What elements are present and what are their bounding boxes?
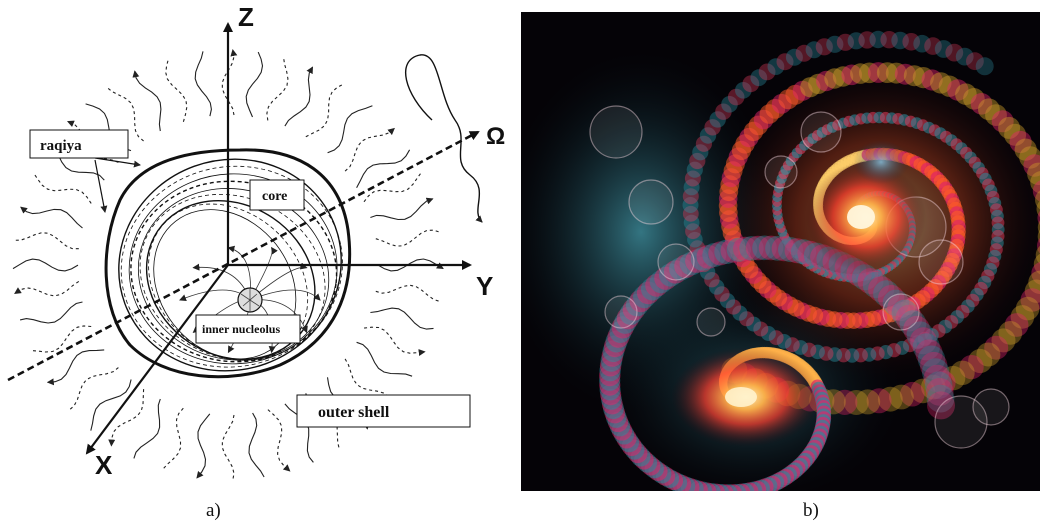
- caption-a: a): [206, 500, 221, 522]
- flow-line: [306, 84, 344, 137]
- flow-line: [135, 71, 161, 131]
- flow-line: [364, 327, 425, 353]
- bubble: [590, 106, 642, 158]
- spiral-dot: [976, 57, 994, 75]
- flow-line: [14, 233, 79, 249]
- flow-line: [195, 51, 211, 116]
- fractal-image-panel-b: [521, 12, 1040, 491]
- flow-line: [222, 415, 234, 480]
- outer-shell-label: outer shell: [318, 404, 390, 421]
- diagram-panel-a: Z Y X Ω raqiya core inner nucleolus oute…: [0, 0, 515, 495]
- flow-line: [20, 302, 82, 323]
- axis-omega-label: Ω: [486, 123, 505, 150]
- nucleolus-shape: [238, 288, 262, 312]
- caption-b: b): [803, 500, 819, 522]
- flow-line: [268, 410, 290, 471]
- flow-line: [267, 57, 288, 120]
- shell-ring: [104, 147, 360, 386]
- axis-z-label: Z: [238, 2, 254, 32]
- outer-shell-label-box: outer shell: [297, 395, 470, 427]
- bubble: [883, 294, 919, 330]
- raqiya-pointer: [95, 160, 105, 212]
- axis-x-label: X: [95, 450, 113, 480]
- flow-line: [34, 173, 92, 203]
- core-label-box: core: [250, 180, 304, 210]
- flow-line: [197, 414, 210, 478]
- flow-line: [328, 106, 373, 153]
- bubble: [919, 240, 963, 284]
- bubble: [658, 244, 694, 280]
- bubble: [605, 296, 637, 328]
- flow-line: [162, 408, 183, 470]
- shell-ring: [113, 165, 353, 390]
- fractal-image: [521, 12, 1040, 491]
- axes: [8, 24, 478, 453]
- flow-line: [15, 281, 79, 296]
- flow-line: [345, 129, 394, 172]
- omega-squiggle: [406, 55, 482, 222]
- flow-line: [69, 368, 118, 411]
- inner-nucleolus-label: inner nucleolus: [202, 322, 280, 336]
- flow-line: [48, 350, 104, 382]
- shell-ring: [118, 166, 349, 382]
- flow-line: [13, 259, 78, 271]
- flow-line: [376, 230, 441, 246]
- flow-line: [249, 413, 264, 477]
- bubble: [801, 112, 841, 152]
- flow-line: [21, 207, 83, 228]
- flow-line: [31, 326, 91, 352]
- bubble: [629, 180, 673, 224]
- flow-line: [134, 399, 160, 458]
- bubble: [973, 389, 1009, 425]
- axis-y-label: Y: [476, 271, 493, 301]
- flow-line: [357, 342, 413, 376]
- flow-line: [370, 199, 432, 220]
- flow-line: [370, 308, 433, 329]
- bubble: [765, 156, 797, 188]
- core-label: core: [262, 189, 287, 204]
- raqiya-label-box: raqiya: [30, 130, 128, 158]
- raqiya-pointer: [95, 158, 140, 165]
- bubble: [697, 308, 725, 336]
- flow-line: [166, 58, 187, 121]
- flow-line: [246, 52, 262, 117]
- flow-line: [285, 67, 313, 126]
- schematic-drawing: Z Y X Ω raqiya core inner nucleolus oute…: [0, 0, 515, 495]
- raqiya-label: raqiya: [40, 138, 82, 154]
- flow-line: [376, 285, 440, 301]
- inner-nucleolus-label-box: inner nucleolus: [196, 315, 300, 343]
